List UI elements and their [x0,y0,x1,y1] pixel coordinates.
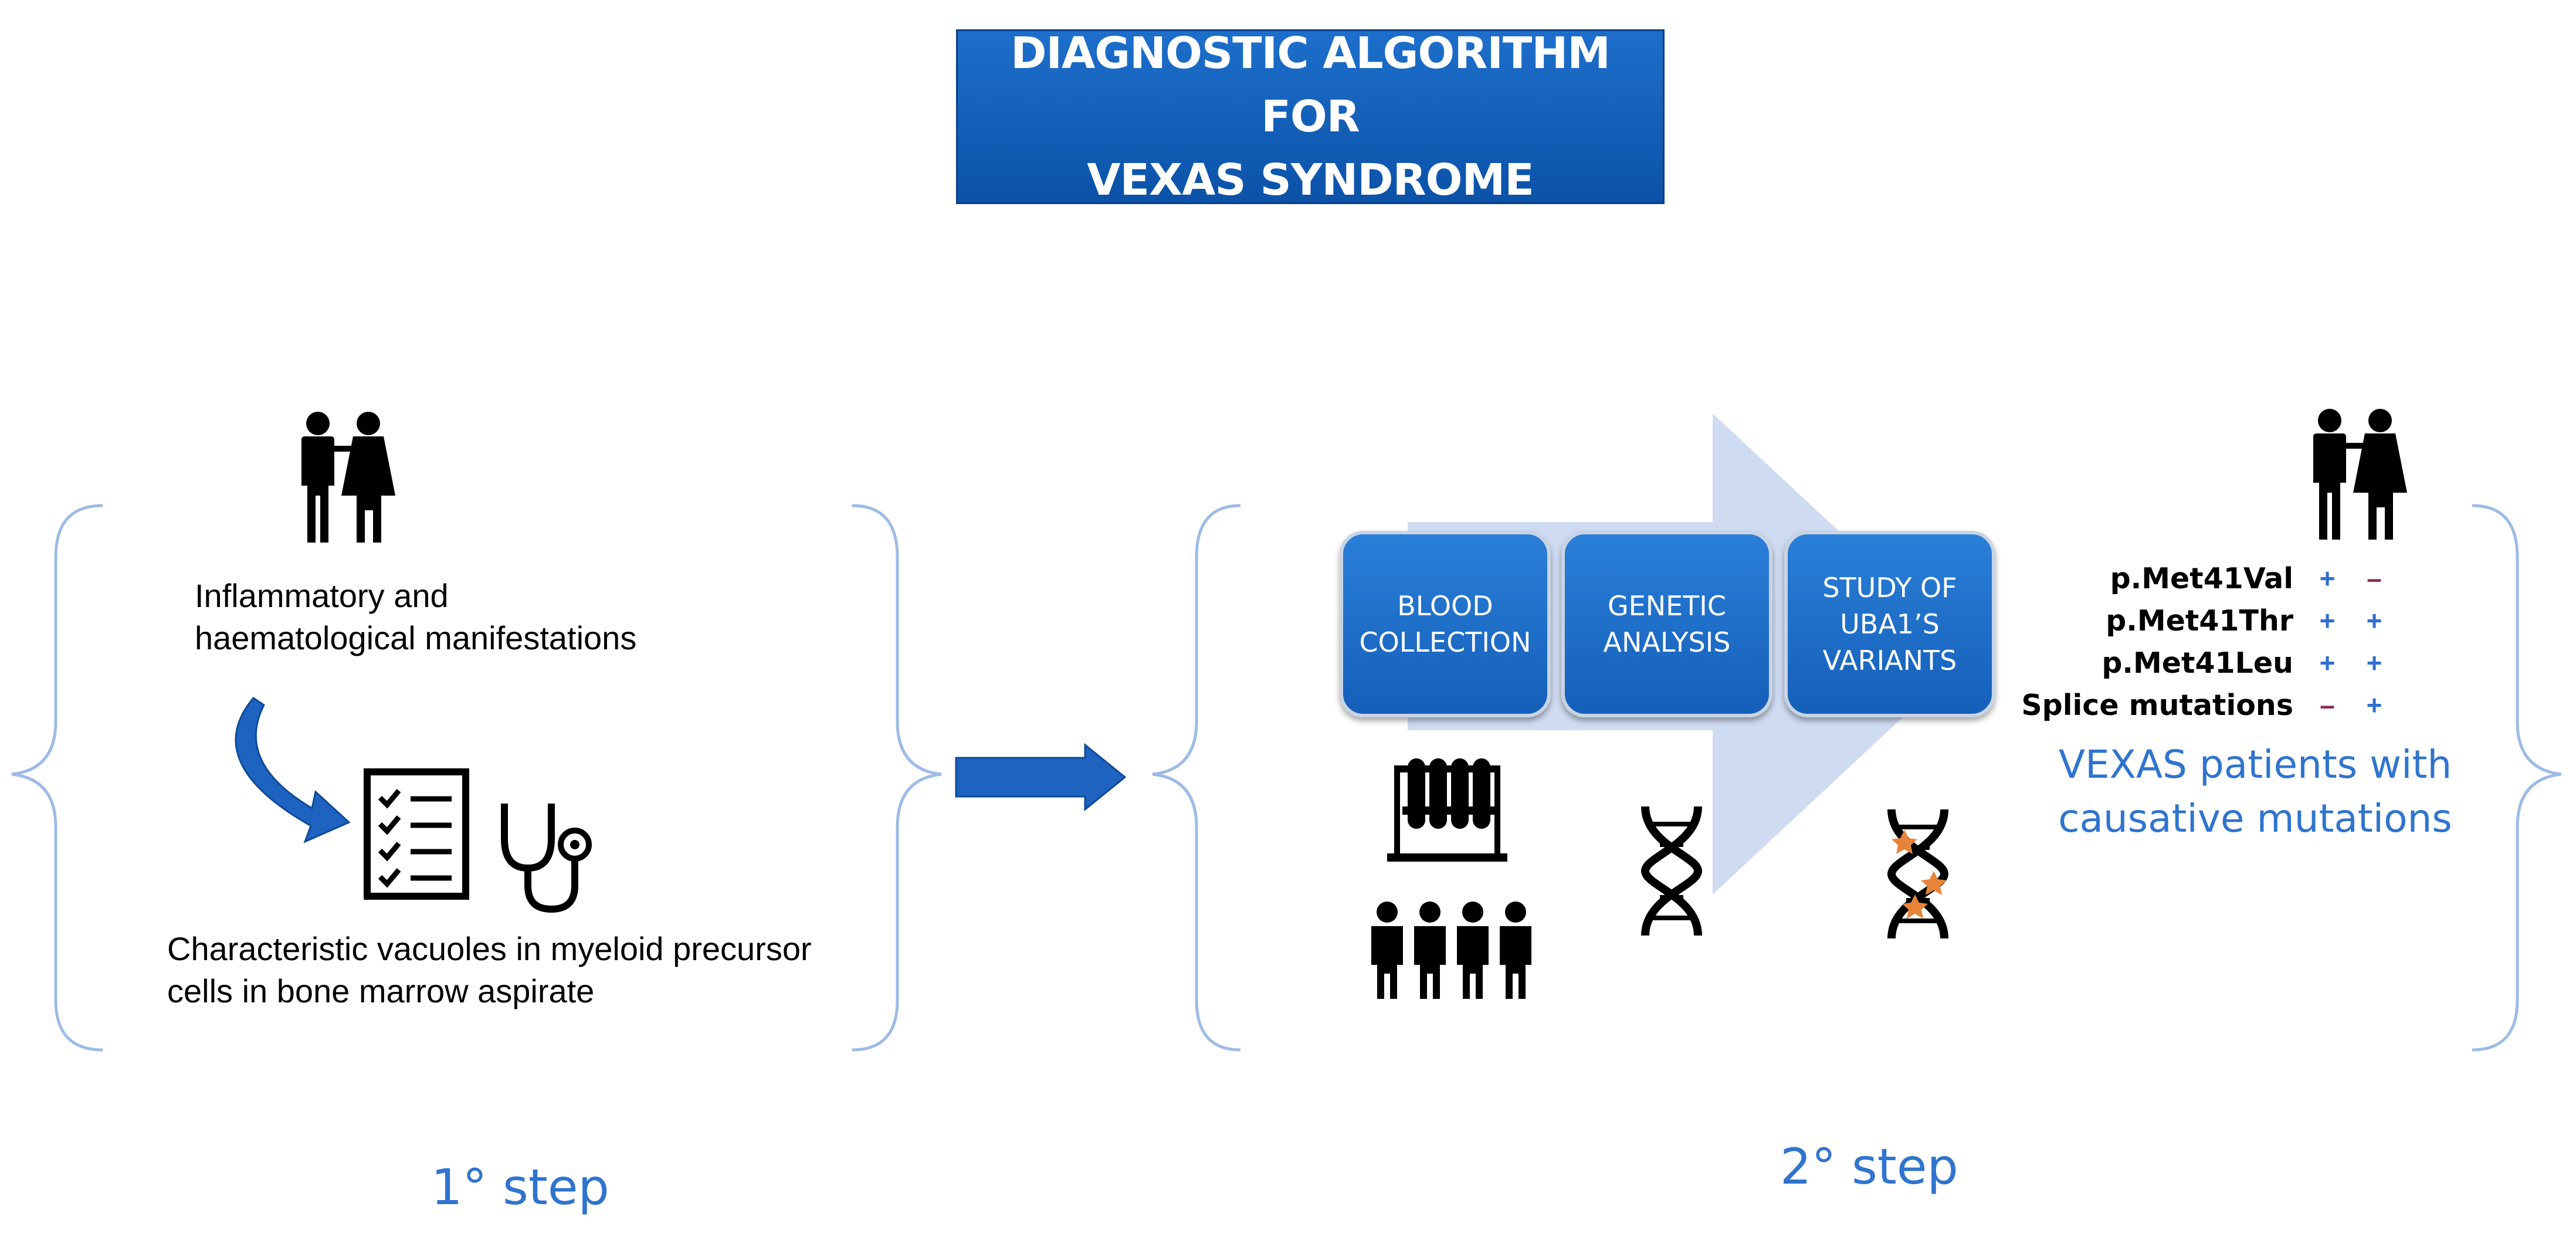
process-box-line: STUDY OF [1822,572,1957,604]
process-box-line: GENETIC [1608,590,1726,622]
couple-icon [2313,409,2407,540]
process-box-line: ANALYSIS [1603,626,1731,658]
vacuoles-line-2: cells in bone marrow aspirate [167,972,595,1009]
result-text: VEXAS patients with causative mutations [2044,738,2466,846]
process-box-blood-collection: BLOOD COLLECTION [1340,531,1551,717]
result-line-2: causative mutations [2058,796,2452,841]
mutation-sign-a: + [2319,648,2336,678]
process-box-line: COLLECTION [1359,626,1531,658]
mutation-name: p.Met41Val [2110,561,2293,595]
left-brace-1 [11,504,103,1052]
dna-mutation-icon [1887,809,1949,939]
mutation-name: p.Met41Thr [2106,604,2293,638]
couple-icon [301,412,395,543]
mutation-star-icon [1892,830,1947,919]
step-1-label: 1° step [431,1158,609,1216]
mutation-name: Splice mutations [2021,688,2293,722]
people-group-icon [1371,902,1531,999]
mutation-sign-b: + [2366,605,2382,636]
right-brace-2 [2472,504,2562,1052]
mutation-name: p.Met41Leu [2102,646,2293,680]
checklist-icon [364,768,469,900]
mutation-table: p.Met41Val + – p.Met41Thr + + p.Met41Leu… [1930,557,2386,726]
process-box-line: UBA1’S [1840,608,1940,640]
process-box-line: BLOOD [1397,590,1493,622]
mutation-sign-b: – [2367,563,2382,594]
test-tubes-icon [1387,758,1507,862]
mutation-sign-a: + [2319,563,2336,594]
title-line-2: VEXAS SYNDROME [1087,155,1534,205]
mutation-row: Splice mutations – + [1930,684,2386,726]
manifestations-text: Inflammatory and haematological manifest… [195,575,781,659]
mutation-row: p.Met41Leu + + [1930,642,2386,684]
title-line-1: DIAGNOSTIC ALGORITHM FOR [1011,28,1611,142]
manifestations-line-2: haematological manifestations [195,619,637,656]
mutation-sign-a: – [2320,690,2335,720]
vacuoles-text: Characteristic vacuoles in myeloid precu… [167,928,900,1012]
mutation-row: p.Met41Thr + + [1930,599,2386,642]
process-box-uba1-variants: STUDY OF UBA1’S VARIANTS [1784,531,1995,717]
mutation-sign-b: + [2366,690,2382,720]
title-box: DIAGNOSTIC ALGORITHM FOR VEXAS SYNDROME [956,28,1665,205]
mutation-sign-b: + [2366,648,2382,678]
stethoscope-icon [501,804,592,913]
left-brace-2 [1152,504,1241,1052]
right-brace-1 [852,504,942,1052]
right-arrow-icon [955,743,1127,812]
mutation-sign-a: + [2319,605,2336,636]
curved-arrow-icon [235,697,351,843]
vacuoles-line-1: Characteristic vacuoles in myeloid precu… [167,930,812,967]
process-box-genetic-analysis: GENETIC ANALYSIS [1561,531,1772,717]
dna-icon [1640,806,1703,936]
result-line-1: VEXAS patients with [2058,742,2452,787]
manifestations-line-1: Inflammatory and [195,577,449,614]
process-box-line: VARIANTS [1822,645,1957,676]
mutation-row: p.Met41Val + – [1930,557,2386,599]
step-2-label: 2° step [1780,1138,1958,1195]
